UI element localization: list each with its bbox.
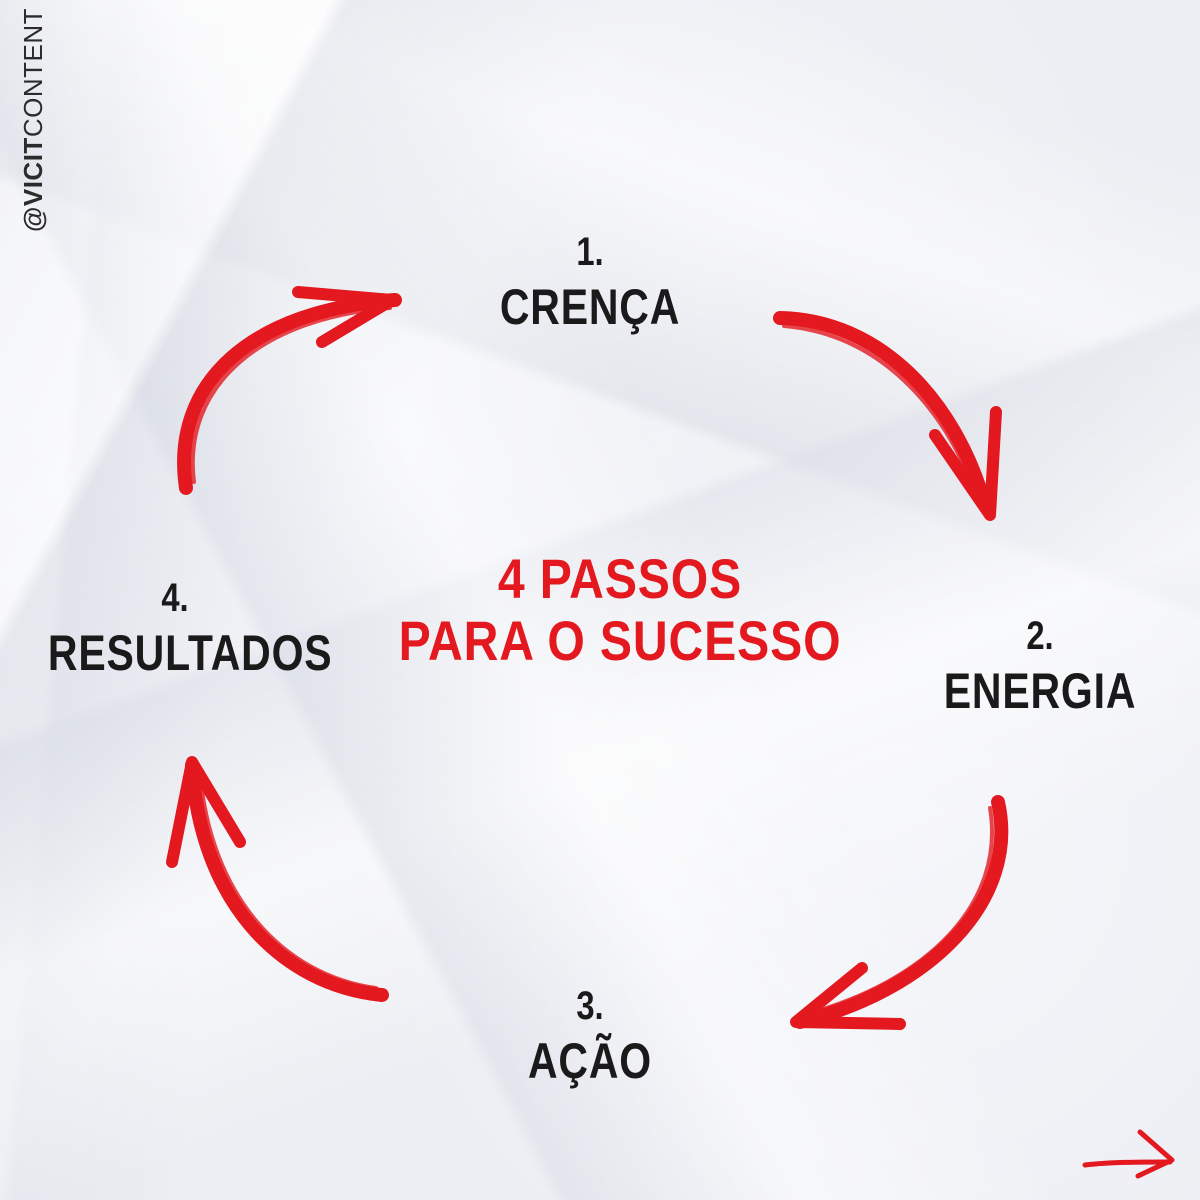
center-title: 4 PASSOS PARA O SUCESSO	[379, 548, 861, 672]
step-1: 1. CRENÇA	[492, 226, 689, 336]
step-3: 3. AÇÃO	[492, 980, 689, 1090]
step-1-number: 1.	[576, 230, 604, 274]
title-line-2: PARA O SUCESSO	[398, 609, 842, 672]
step-4-label: RESULTADOS	[47, 625, 333, 681]
step-2-label: ENERGIA	[943, 663, 1137, 719]
step-2-number: 2.	[1026, 614, 1054, 658]
step-1-label: CRENÇA	[499, 279, 681, 335]
step-4-number: 4.	[161, 576, 189, 620]
title-line-1: 4 PASSOS	[497, 547, 743, 610]
step-2: 2. ENERGIA	[942, 610, 1139, 720]
arrow-resultados-to-crenca	[177, 286, 402, 495]
arrow-acao-to-resultados	[166, 756, 389, 1002]
arrow-crenca-to-energia	[773, 311, 1002, 521]
arrow-energia-to-acao	[790, 795, 1009, 1030]
step-3-number: 3.	[576, 984, 604, 1028]
step-3-label: AÇÃO	[528, 1033, 652, 1089]
arrow-right-icon[interactable]	[1082, 1129, 1175, 1179]
step-4: 4. RESULTADOS	[47, 572, 333, 682]
